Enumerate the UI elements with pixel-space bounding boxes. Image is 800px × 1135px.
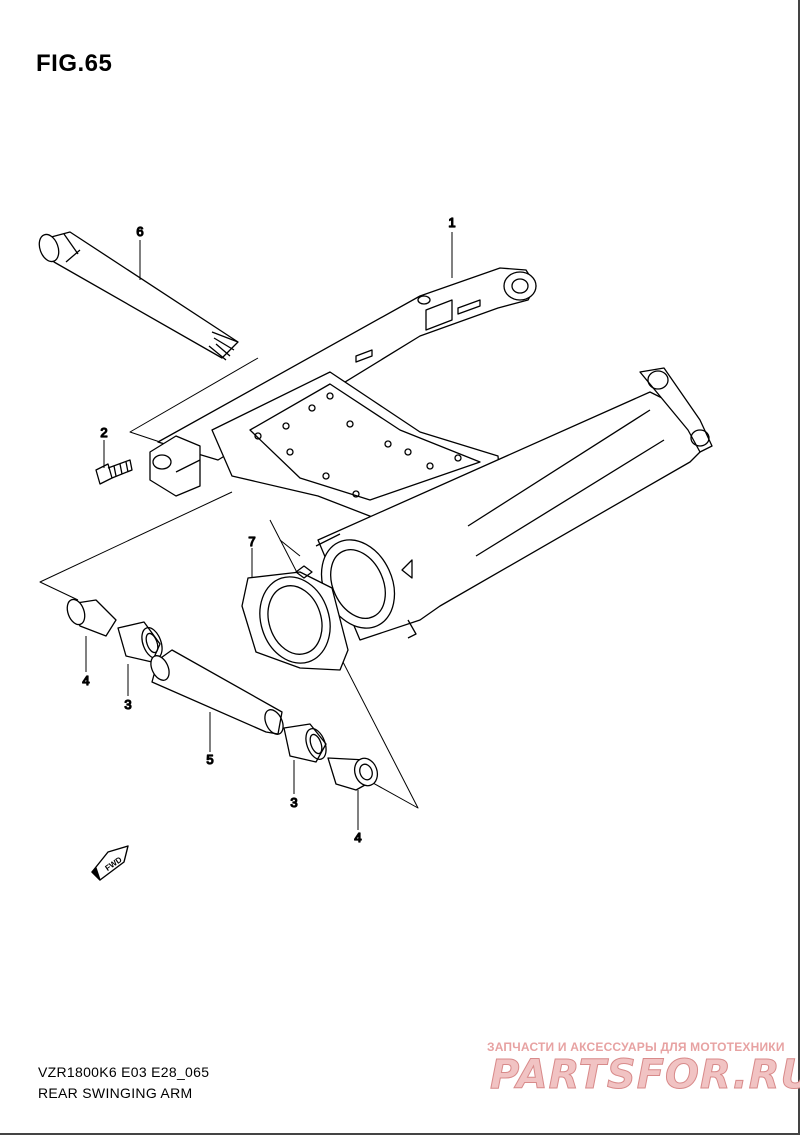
sleeve-tube[interactable] [147, 649, 286, 737]
callout-3-right: 3 [290, 795, 297, 810]
callout-7: 7 [248, 534, 255, 549]
spacer-collar-right[interactable] [327, 755, 381, 791]
spacer-collar-left[interactable] [64, 597, 117, 637]
callout-2: 2 [100, 425, 107, 440]
figure-title: FIG.65 [36, 50, 113, 77]
callout-1: 1 [448, 215, 455, 230]
pivot-shaft[interactable] [36, 231, 239, 361]
callout-6: 6 [136, 224, 143, 239]
bolt[interactable] [95, 459, 133, 485]
figure-caption: REAR SWINGING ARM [38, 1085, 193, 1101]
watermark-logo: PARTSFOR.RU [489, 1052, 800, 1099]
callout-4-left: 4 [82, 673, 89, 688]
callout-3-left: 3 [124, 697, 131, 712]
model-code: VZR1800K6 E03 E28_065 [38, 1064, 210, 1080]
leader-lines [85, 232, 453, 830]
seal-plate[interactable] [241, 565, 349, 672]
swing-arm[interactable] [149, 267, 713, 641]
callout-5: 5 [206, 752, 213, 767]
fwd-arrow-icon: FWD [91, 845, 129, 881]
needle-bearing-right[interactable] [283, 723, 330, 763]
watermark-tagline: ЗАПЧАСТИ И АКСЕССУАРЫ ДЛЯ МОТОТЕХНИКИ [487, 1040, 785, 1054]
callout-4-right: 4 [354, 830, 361, 845]
needle-bearing-left[interactable] [117, 621, 166, 663]
